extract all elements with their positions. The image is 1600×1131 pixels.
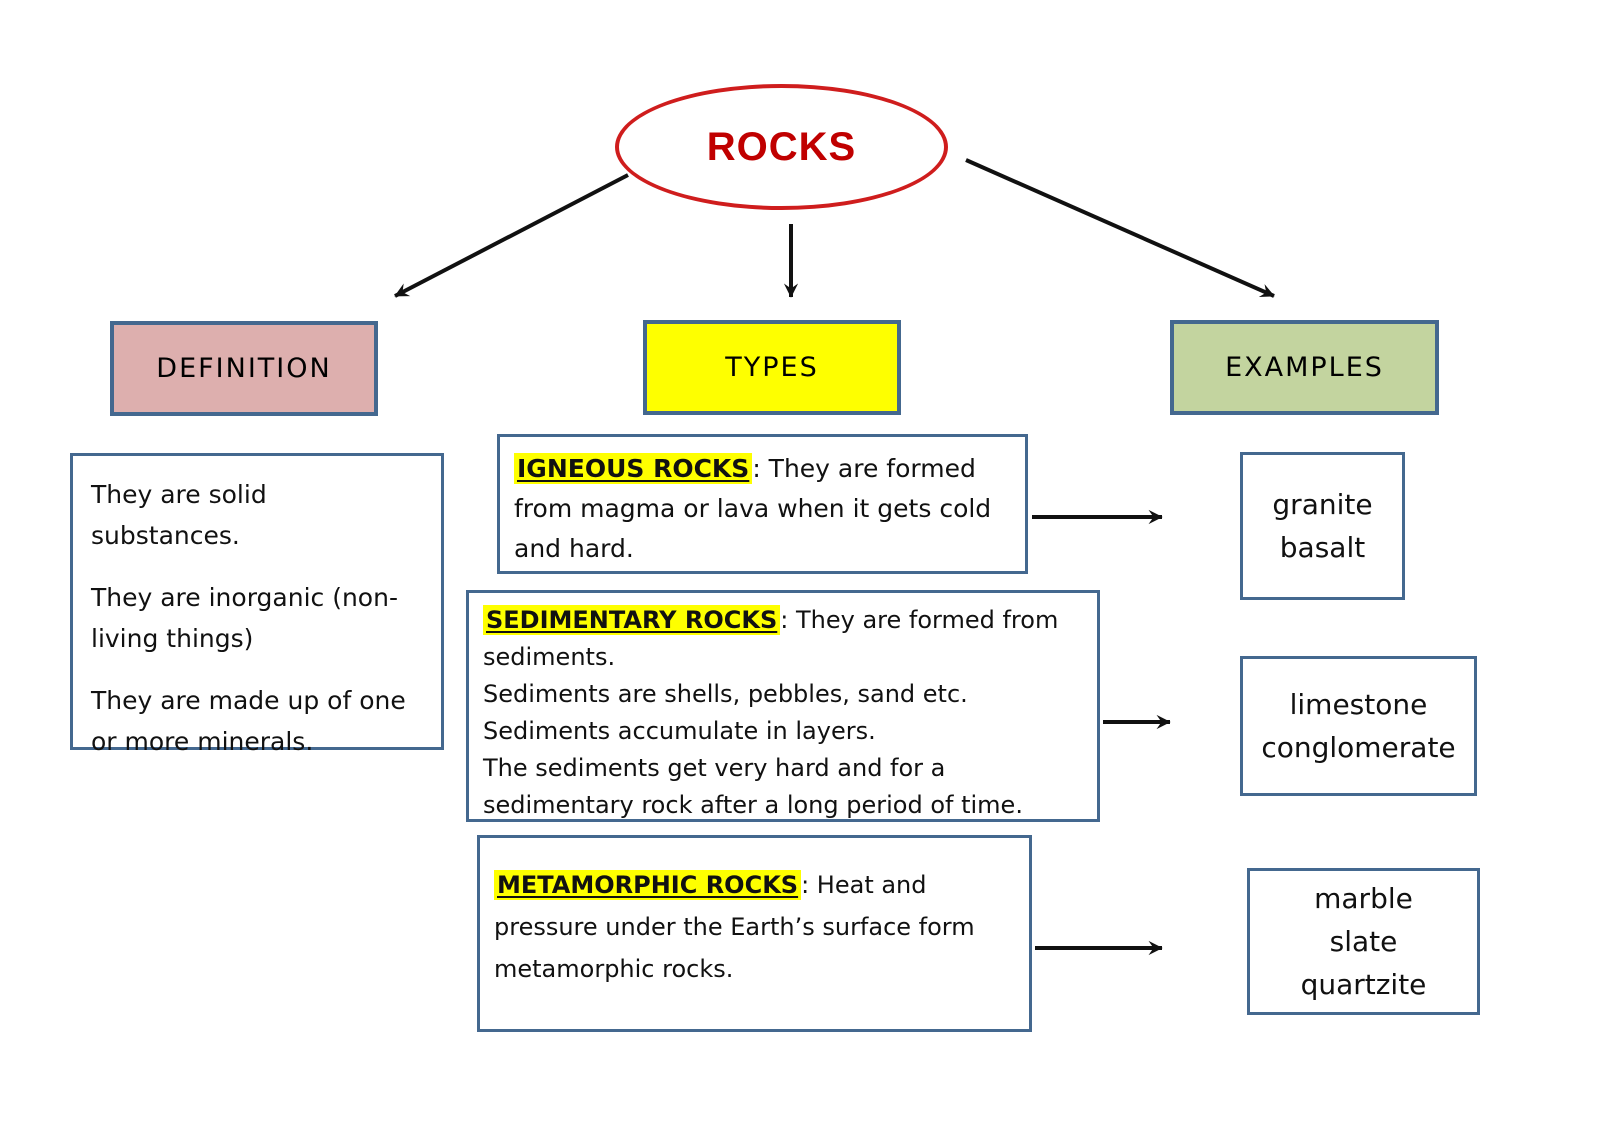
metamorphic-text: METAMORPHIC ROCKS: Heat and pressure und… xyxy=(494,864,1015,990)
sedimentary-text: SEDIMENTARY ROCKS: They are formed from … xyxy=(483,602,1083,824)
sedimentary-heading: SEDIMENTARY ROCKS xyxy=(483,605,781,635)
sedimentary-rocks-box: SEDIMENTARY ROCKS: They are formed from … xyxy=(466,590,1100,822)
example-item: granite xyxy=(1272,488,1373,521)
definition-header-box: DEFINITION xyxy=(110,321,378,416)
igneous-heading: IGNEOUS ROCKS xyxy=(514,453,753,484)
example-item: quartzite xyxy=(1300,968,1427,1001)
example-item: conglomerate xyxy=(1261,731,1456,764)
igneous-examples-box: granite basalt xyxy=(1240,452,1405,600)
root-node-rocks: ROCKS xyxy=(615,84,948,210)
metamorphic-rocks-box: METAMORPHIC ROCKS: Heat and pressure und… xyxy=(477,835,1032,1032)
definition-paragraph: They are solid substances. xyxy=(91,480,267,550)
definition-content-box: They are solid substances. They are inor… xyxy=(70,453,444,756)
root-title: ROCKS xyxy=(706,124,857,169)
types-header-label: TYPES xyxy=(725,352,819,383)
example-item: basalt xyxy=(1279,531,1366,564)
igneous-rocks-box: IGNEOUS ROCKS: They are formed from magm… xyxy=(497,434,1028,574)
example-item: limestone xyxy=(1289,688,1428,721)
examples-header-label: EXAMPLES xyxy=(1225,352,1384,383)
igneous-body: : They are formed from magma or lava whe… xyxy=(514,454,1000,563)
definition-paragraph: They are inorganic (non-living things) xyxy=(91,583,398,653)
metamorphic-body: : Heat and pressure under the Earth’s su… xyxy=(494,871,983,983)
examples-header-box: EXAMPLES xyxy=(1170,320,1439,415)
definition-header-label: DEFINITION xyxy=(156,353,332,384)
metamorphic-examples-box: marble slate quartzite xyxy=(1247,868,1480,1015)
sedimentary-examples-box: limestone conglomerate xyxy=(1240,656,1477,796)
definition-paragraph: They are made up of one or more minerals… xyxy=(91,686,406,756)
example-item: marble xyxy=(1314,882,1413,915)
sedimentary-body: : They are formed from sediments. Sedime… xyxy=(483,606,1059,819)
types-header-box: TYPES xyxy=(643,320,901,415)
arrow-root-to-examples xyxy=(965,158,1275,298)
igneous-text: IGNEOUS ROCKS: They are formed from magm… xyxy=(514,449,1011,569)
example-item: slate xyxy=(1329,925,1398,958)
arrow-root-to-definition xyxy=(394,173,629,298)
metamorphic-heading: METAMORPHIC ROCKS xyxy=(494,870,802,900)
